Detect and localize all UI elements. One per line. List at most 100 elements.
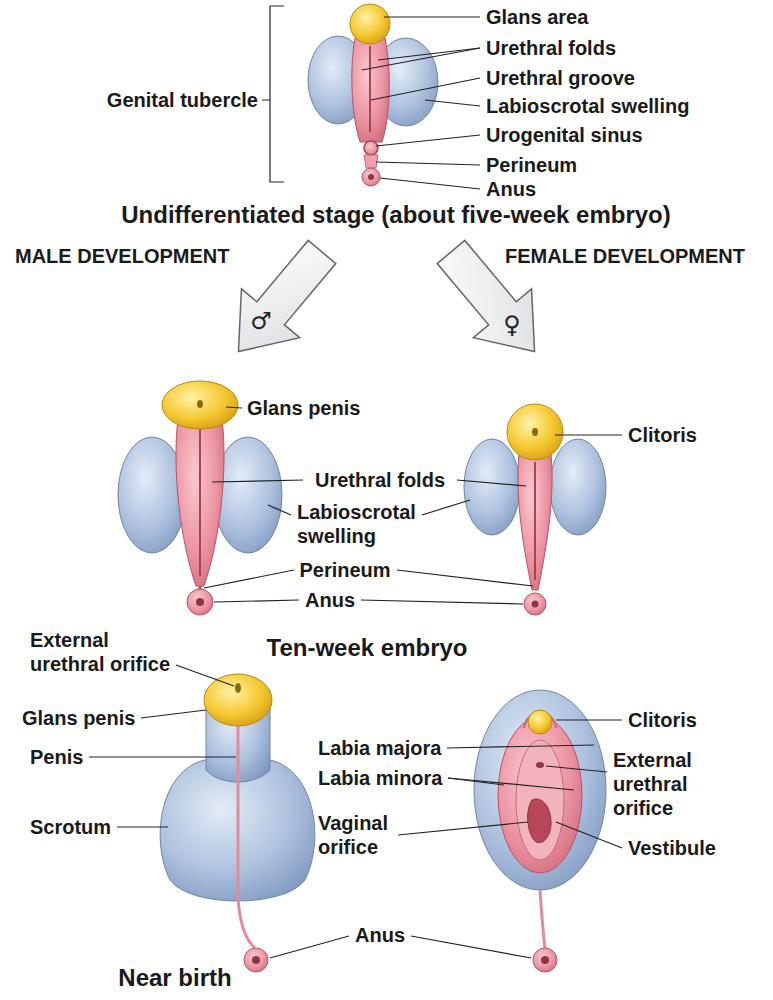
labia-minora-shape (498, 717, 582, 873)
anus-opening (368, 174, 374, 180)
leader-line (212, 480, 303, 482)
leader-line (425, 100, 480, 106)
perineum-shape (364, 155, 378, 168)
glans-shape (350, 4, 390, 44)
sex-symbol: ♀ (503, 311, 521, 340)
glans-penis-shape (204, 674, 272, 726)
leader-line (546, 766, 607, 772)
leader-line (176, 665, 234, 686)
anatomy-label: Labia minora (318, 766, 442, 790)
development-arrow (209, 228, 351, 376)
near-birth-female (474, 690, 606, 972)
urethral-folds-shape (352, 38, 389, 142)
leader-lines (89, 665, 622, 958)
urethral-groove-line (534, 462, 536, 580)
anatomy-label: Anus (305, 588, 355, 612)
anatomy-label: External urethral orifice (613, 748, 703, 820)
development-heading: FEMALE DEVELOPMENT (505, 244, 745, 268)
anus-opening (532, 601, 539, 608)
anus-shape (533, 948, 557, 972)
development-heading: MALE DEVELOPMENT (15, 244, 229, 268)
urethral-folds-shape (518, 445, 552, 590)
anus-opening (252, 956, 260, 964)
anatomy-label: Anus (486, 177, 536, 201)
anatomy-label: Glans penis (22, 706, 135, 730)
leader-line (448, 778, 574, 790)
leader-line (361, 600, 523, 604)
near-birth-male (160, 674, 315, 972)
leader-line (117, 826, 168, 827)
anatomy-label: Vaginal orifice (318, 811, 408, 859)
leader-line (378, 48, 480, 60)
anatomy-label: Labioscrotal swelling (297, 500, 427, 548)
genital-tubercle-bracket (262, 6, 284, 182)
leader-line (376, 162, 480, 165)
anatomy-label: Labia majora (318, 736, 441, 760)
anatomy-label: Anus (355, 923, 405, 947)
urethral-orifice-shape (536, 762, 544, 768)
anatomy-label: Clitoris (628, 423, 697, 447)
labioscrotal-swelling-shape (550, 439, 606, 535)
anus-opening (541, 956, 549, 964)
anatomy-label: External urethral orifice (30, 628, 180, 676)
anatomy-label: Urethral groove (486, 66, 635, 90)
leader-line (141, 710, 206, 718)
undifferentiated-embryo (308, 4, 438, 186)
leader-line (226, 407, 242, 408)
anus-shape (187, 589, 213, 615)
anatomy-label: Urogenital sinus (486, 123, 643, 147)
anus-shape (524, 593, 546, 615)
leader-line (447, 745, 594, 748)
leader-line (204, 570, 294, 588)
leader-lines (204, 407, 622, 604)
raphe-line (540, 890, 545, 948)
leader-line (362, 48, 480, 70)
leader-line (555, 434, 622, 435)
leader-line (214, 600, 299, 602)
vaginal-orifice-shape (528, 799, 551, 843)
anatomy-label: Scrotum (30, 815, 111, 839)
clitoris-shape (507, 404, 563, 460)
raphe-line (238, 726, 255, 948)
leader-line (376, 135, 480, 146)
clitoris-shape (528, 710, 552, 734)
sex-symbol: ♂ (250, 307, 272, 336)
anus-shape (244, 948, 268, 972)
urethral-folds-shape (176, 418, 224, 586)
anatomy-label: Perineum (299, 558, 390, 582)
clitoris-opening (532, 428, 538, 436)
anus-shape (362, 168, 380, 186)
urethral-groove-line (369, 46, 371, 132)
leader-line (457, 480, 526, 486)
leader-line (556, 822, 622, 848)
anatomy-label: Glans penis (247, 396, 360, 420)
anatomy-label: Glans area (486, 5, 588, 29)
leader-line (380, 178, 480, 189)
leader-lines (262, 6, 480, 189)
leader-line (422, 500, 470, 515)
anus-opening (196, 598, 204, 606)
ten-week-female (464, 404, 606, 615)
urethral-groove-line (199, 428, 201, 576)
leader-line (556, 719, 622, 720)
leader-line (384, 16, 480, 17)
glans-penis-shape (162, 381, 238, 429)
anatomy-label: Urethral folds (315, 468, 445, 492)
glans-opening (197, 400, 203, 408)
anatomy-label: Perineum (486, 153, 577, 177)
anatomy-label: Vestibule (628, 836, 716, 860)
urogenital-sinus-shape (364, 141, 378, 155)
anatomy-label: Labioscrotal swelling (486, 94, 689, 118)
leader-line (371, 78, 480, 100)
vestibule-shape (516, 740, 564, 860)
labioscrotal-swelling-shape (464, 439, 520, 535)
leader-line (398, 822, 528, 835)
bracket-label: Genital tubercle (107, 88, 258, 112)
anatomy-label: Penis (30, 745, 83, 769)
leader-line (411, 936, 531, 958)
urethral-orifice-shape (235, 683, 241, 693)
stage-heading: Undifferentiated stage (about five-week … (121, 201, 670, 230)
leader-line (268, 505, 291, 515)
